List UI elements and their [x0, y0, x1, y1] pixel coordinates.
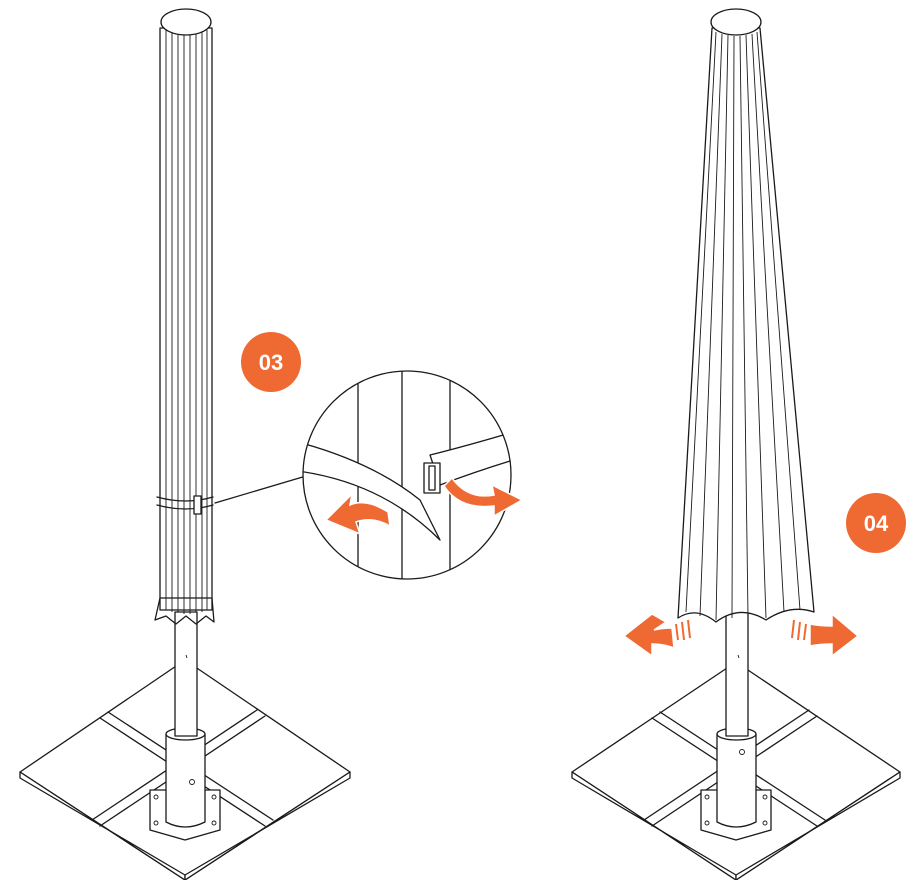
step-03-illustration: 03 — [19, 8, 524, 880]
step-04-illustration: 04 — [571, 8, 906, 880]
release-arrow-left-icon — [324, 491, 391, 536]
pole-left — [174, 611, 198, 737]
step-badge-03: 03 — [241, 332, 301, 392]
step-badge-04: 04 — [846, 493, 906, 553]
furled-canopy-left — [154, 8, 215, 625]
release-arrow-right-icon — [443, 476, 524, 518]
sleeve-right — [716, 727, 757, 828]
magnifier-detail — [302, 370, 512, 580]
step-label-04: 04 — [864, 511, 889, 536]
flare-lines — [675, 619, 807, 641]
leader-line — [214, 475, 307, 504]
step-label-03: 03 — [259, 350, 283, 375]
spread-arrow-right-icon — [809, 612, 860, 658]
sleeve-left — [165, 727, 206, 828]
loose-canopy-right — [677, 8, 815, 623]
pole-right — [725, 611, 749, 737]
spread-arrow-left-icon — [622, 613, 675, 658]
